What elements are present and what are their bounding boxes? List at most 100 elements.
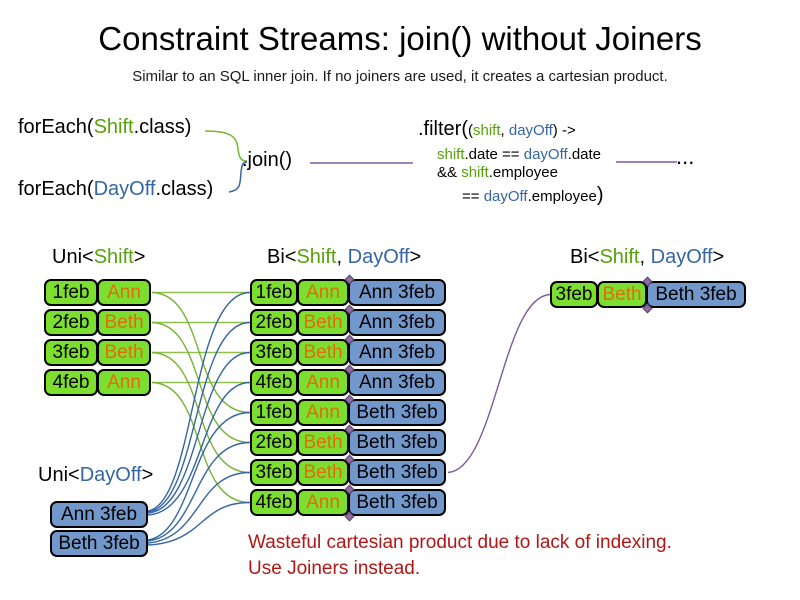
label-uni-dayoff: Uni<DayOff> [38,464,153,487]
shift-date-cell: 1feb [250,399,298,426]
filter-result-link [447,293,551,474]
dayoff-cell: Beth 3feb [50,530,148,557]
shift-date-cell: 3feb [44,339,98,366]
dayoff-cell: Beth 3feb [348,459,446,486]
dayoff-cell: Ann 3feb [348,339,446,366]
shift-type-token: Shift [296,246,337,268]
label-bi-right: Bi<Shift, DayOff> [570,246,724,269]
code-text: forEach( [18,116,94,138]
dayoff-type-token: DayOff [347,246,410,268]
shift-employee-cell: Ann [297,279,349,306]
shift-employee-cell: Ann [297,399,349,426]
code-text: == [462,188,484,205]
shift-employee-cell: Ann [97,279,151,306]
dayoff-link [147,381,251,516]
shift-date-cell: 2feb [250,429,298,456]
dayoff-link [147,291,251,512]
shift-date-cell: 1feb [250,279,298,306]
code-text: ( [468,122,473,139]
label-uni-shift: Uni<Shift> [52,246,145,269]
code-text: && [437,164,462,181]
shift-type-token: Shift [93,246,134,268]
code-filter-line4: == dayOff.employee) [462,184,604,207]
dayoff-arg-token: dayOff [483,188,528,205]
shift-employee-cell: Beth [597,281,647,308]
code-text: .date == [464,146,524,163]
shift-link [151,381,251,504]
code-text: ) -> [552,122,576,139]
dayoff-cell: Ann 3feb [348,369,446,396]
dayoff-cell: Beth 3feb [348,489,446,516]
shift-employee-cell: Beth [97,309,151,336]
dayoff-link [147,441,251,542]
label-text: Bi< [267,246,297,268]
dayoff-link [147,411,251,541]
dayoff-arg-token: dayOff [508,122,553,139]
dayoff-cell: Beth 3feb [646,281,746,308]
shift-date-cell: 2feb [44,309,98,336]
label-text: > [409,246,422,268]
code-text: .filter( [418,118,468,140]
dayoff-link [147,321,251,513]
code-foreach-dayoff: forEach(DayOff.class) [18,178,213,201]
shift-date-cell: 4feb [44,369,98,396]
dayoff-row: Ann 3feb [50,501,148,528]
dayoff-type-token: DayOff [650,246,713,268]
shift-date-cell: 3feb [250,459,298,486]
shift-link [151,291,251,414]
shift-date-cell: 1feb [44,279,98,306]
page-subtitle: Similar to an SQL inner join. If no join… [132,68,668,85]
shift-type-token: Shift [599,246,640,268]
label-text: , [639,246,651,268]
code-text: ) [596,184,604,206]
dayoff-cell: Ann 3feb [348,279,446,306]
dayoff-arg-token: dayOff [523,146,568,163]
shift-employee-cell: Beth [297,309,349,336]
warning-line: Wasteful cartesian product due to lack o… [248,532,672,553]
shift-date-cell: 4feb [250,369,298,396]
code-text: .employee [527,188,597,205]
dayoff-class-token: DayOff [93,178,156,200]
shift-link [151,321,251,444]
page-title: Constraint Streams: join() without Joine… [98,20,702,57]
shift-employee-cell: Beth [297,459,349,486]
dayoff-link [147,501,251,546]
code-filter-line3: && shift.employee [437,164,558,181]
label-bi-mid: Bi<Shift, DayOff> [267,246,421,269]
dayoff-row: Beth 3feb [50,530,148,557]
shift-employee-cell: Ann [97,369,151,396]
label-text: , [336,246,348,268]
brace-shift-line [204,130,248,162]
label-text: > [133,246,146,268]
shift-employee-cell: Beth [297,339,349,366]
dayoff-cell: Ann 3feb [348,309,446,336]
shift-date-cell: 4feb [250,489,298,516]
label-text: Uni< [38,464,80,486]
shift-date-cell: 3feb [550,281,598,308]
label-text: > [712,246,725,268]
label-text: Uni< [52,246,94,268]
shift-arg-token: shift [461,164,489,181]
shift-date-cell: 2feb [250,309,298,336]
shift-employee-cell: Ann [297,489,349,516]
shift-class-token: Shift [93,116,134,138]
shift-date-cell: 3feb [250,339,298,366]
shift-employee-cell: Ann [297,369,349,396]
shift-link [151,351,251,474]
code-ellipsis: ... [676,144,695,169]
dayoff-link [147,471,251,544]
code-text: .date [567,146,602,163]
code-filter-line2: shift.date == dayOff.date [437,146,601,163]
dayoff-cell: Beth 3feb [348,429,446,456]
code-text: forEach( [18,178,94,200]
